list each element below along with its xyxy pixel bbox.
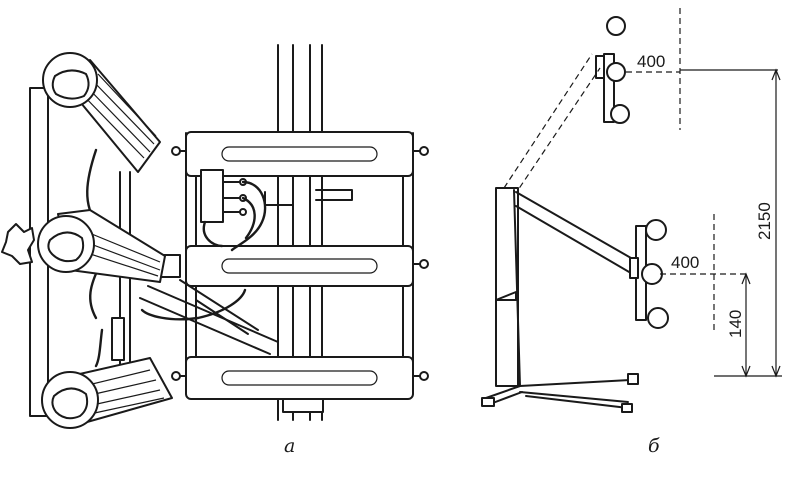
lamp-arm: [515, 191, 639, 277]
frame-tube-bottom: [171, 356, 429, 400]
frame-tube-top: [171, 131, 429, 177]
infrared-lamp-bottom: [41, 357, 173, 429]
upper-lamp-assembly: [595, 16, 680, 124]
dimension-400-upper: 400: [637, 52, 665, 71]
view-a-drawing: [1, 44, 429, 429]
frame-tube-middle: [185, 245, 429, 287]
lower-lamp-assembly: [629, 219, 669, 329]
dimension-400-lower: 400: [671, 253, 699, 272]
dimension-lines: [660, 8, 782, 378]
infrared-lamp-top: [42, 52, 161, 173]
view-b-caption: б: [648, 435, 660, 457]
infrared-lamp-middle: [1, 209, 166, 283]
view-a-caption: а: [284, 435, 295, 457]
raised-arm-outline: [503, 53, 601, 197]
dimension-140: 140: [726, 310, 745, 338]
terminal-box: [200, 169, 247, 223]
floor-stand: [481, 187, 639, 413]
dimension-2150: 2150: [755, 202, 774, 240]
view-b-drawing: 400 400 2150 140: [481, 8, 782, 413]
